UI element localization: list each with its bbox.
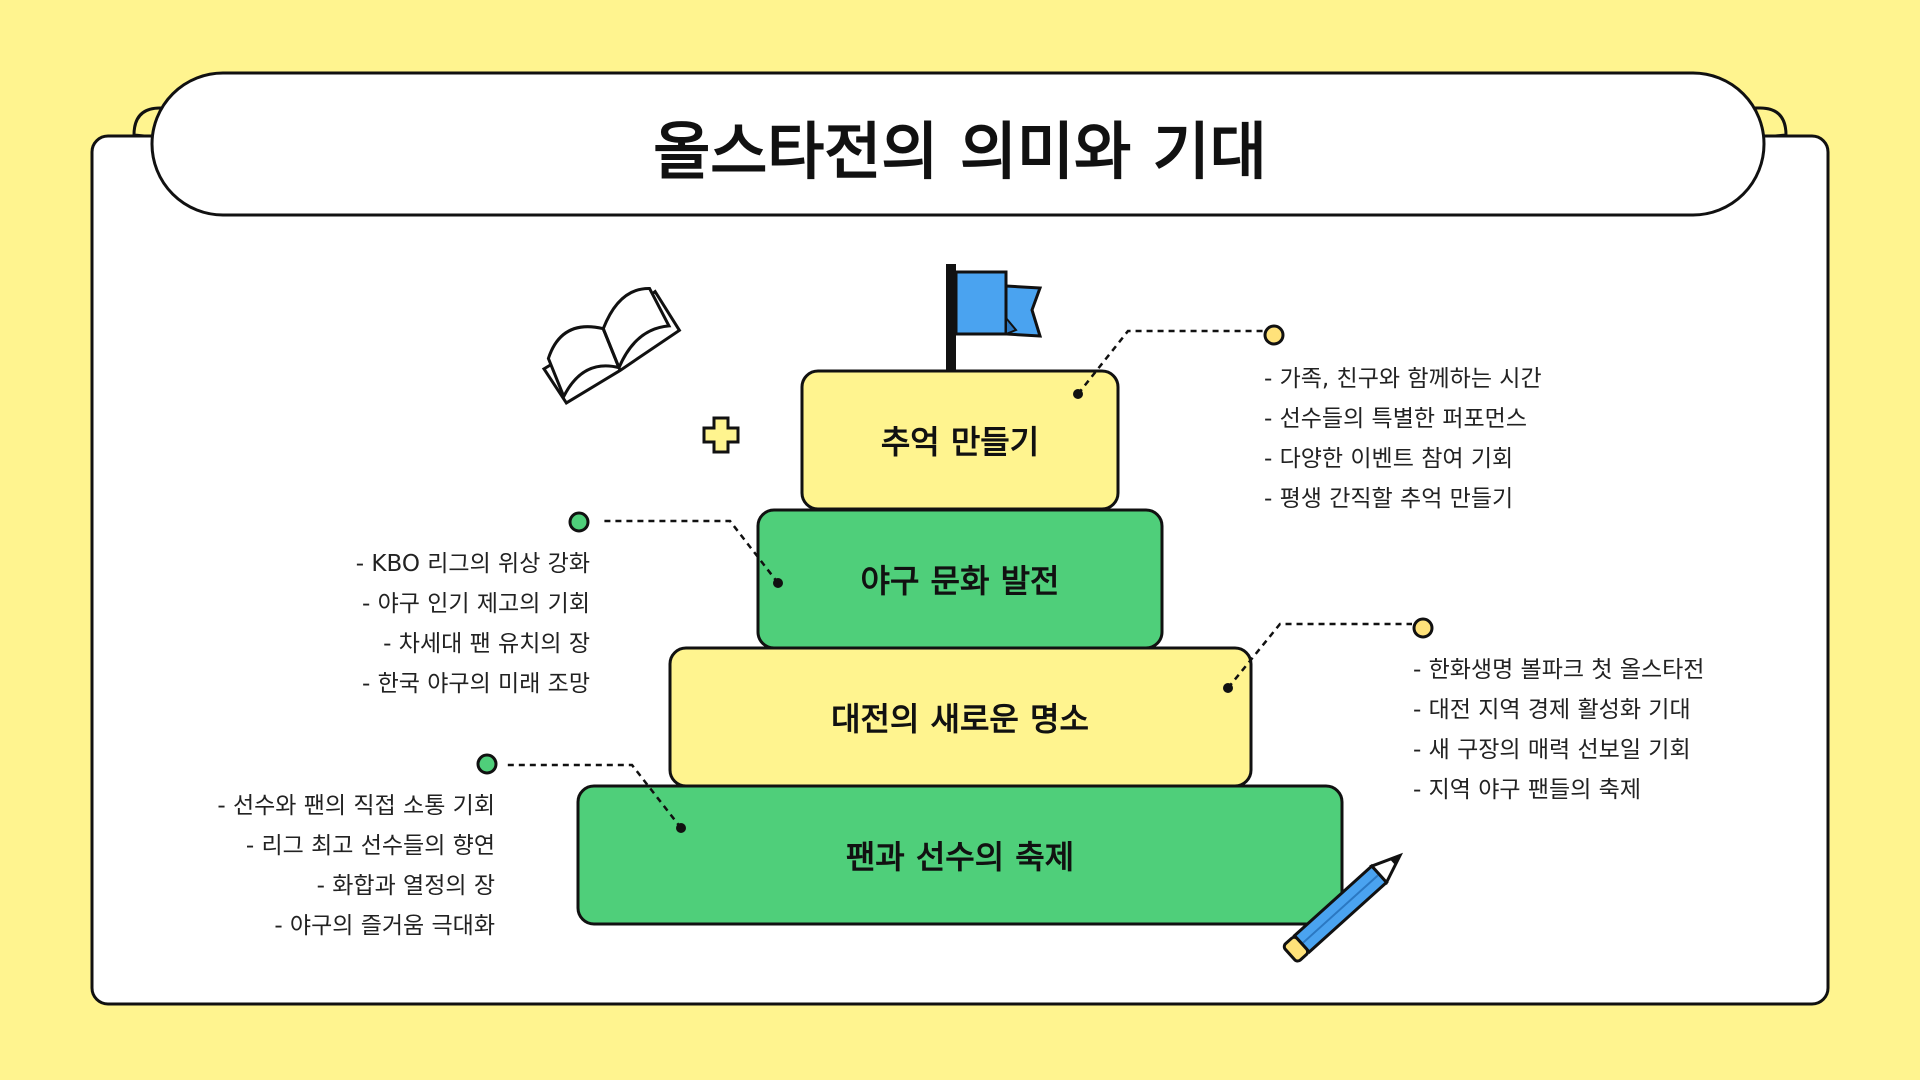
tier-4-label: 팬과 선수의 축제 bbox=[845, 838, 1075, 876]
detail-item: - 다양한 이벤트 참여 기회 bbox=[1264, 446, 1514, 472]
detail-item: - 가족, 친구와 함께하는 시간 bbox=[1264, 366, 1542, 392]
tier-3-label: 대전의 새로운 명소 bbox=[831, 700, 1089, 738]
detail-item: - 지역 야구 팬들의 축제 bbox=[1413, 777, 1641, 803]
detail-item: - 리그 최고 선수들의 향연 bbox=[245, 833, 495, 859]
tier-1-details: - 가족, 친구와 함께하는 시간 - 선수들의 특별한 퍼포먼스 - 다양한 … bbox=[1264, 359, 1542, 519]
detail-item: - 새 구장의 매력 선보일 기회 bbox=[1413, 737, 1691, 763]
detail-item: - 대전 지역 경제 활성화 기대 bbox=[1413, 697, 1691, 723]
connector-tier-1 bbox=[1073, 324, 1285, 399]
detail-item: - 야구 인기 제고의 기회 bbox=[362, 591, 590, 617]
detail-item: - 한국 야구의 미래 조망 bbox=[362, 671, 590, 697]
detail-item: - 화합과 열정의 장 bbox=[316, 873, 495, 899]
open-book-icon bbox=[541, 286, 682, 405]
detail-item: - 야구의 즐거움 극대화 bbox=[274, 913, 495, 939]
detail-item: - 선수와 팬의 직접 소통 기회 bbox=[217, 793, 495, 819]
title-banner bbox=[150, 71, 1766, 217]
detail-item: - 선수들의 특별한 퍼포먼스 bbox=[1264, 406, 1527, 432]
connector-tier-2 bbox=[568, 511, 783, 588]
pencil-icon bbox=[1282, 852, 1404, 963]
tier-3-details: - 한화생명 볼파크 첫 올스타전 - 대전 지역 경제 활성화 기대 - 새 … bbox=[1413, 650, 1704, 810]
tier-1-label: 추억 만들기 bbox=[880, 423, 1040, 461]
connector-tier-4 bbox=[476, 753, 686, 833]
page-title: 올스타전의 의미와 기대 bbox=[653, 115, 1267, 188]
detail-item: - 한화생명 볼파크 첫 올스타전 bbox=[1413, 657, 1705, 683]
plus-icon bbox=[702, 416, 740, 454]
detail-item: - 차세대 팬 유치의 장 bbox=[383, 631, 590, 657]
tier-4-details: - 선수와 팬의 직접 소통 기회 - 리그 최고 선수들의 향연 - 화합과 … bbox=[217, 786, 495, 946]
tier-2-label: 야구 문화 발전 bbox=[860, 562, 1060, 600]
connector-tier-3 bbox=[1223, 617, 1434, 693]
detail-item: - 평생 간직할 추억 만들기 bbox=[1264, 486, 1514, 512]
detail-item: - KBO 리그의 위상 강화 bbox=[355, 551, 590, 577]
tier-4-block bbox=[576, 784, 1344, 926]
tier-2-details: - KBO 리그의 위상 강화 - 야구 인기 제고의 기회 - 차세대 팬 유… bbox=[356, 544, 590, 704]
flag-icon bbox=[946, 264, 1043, 370]
